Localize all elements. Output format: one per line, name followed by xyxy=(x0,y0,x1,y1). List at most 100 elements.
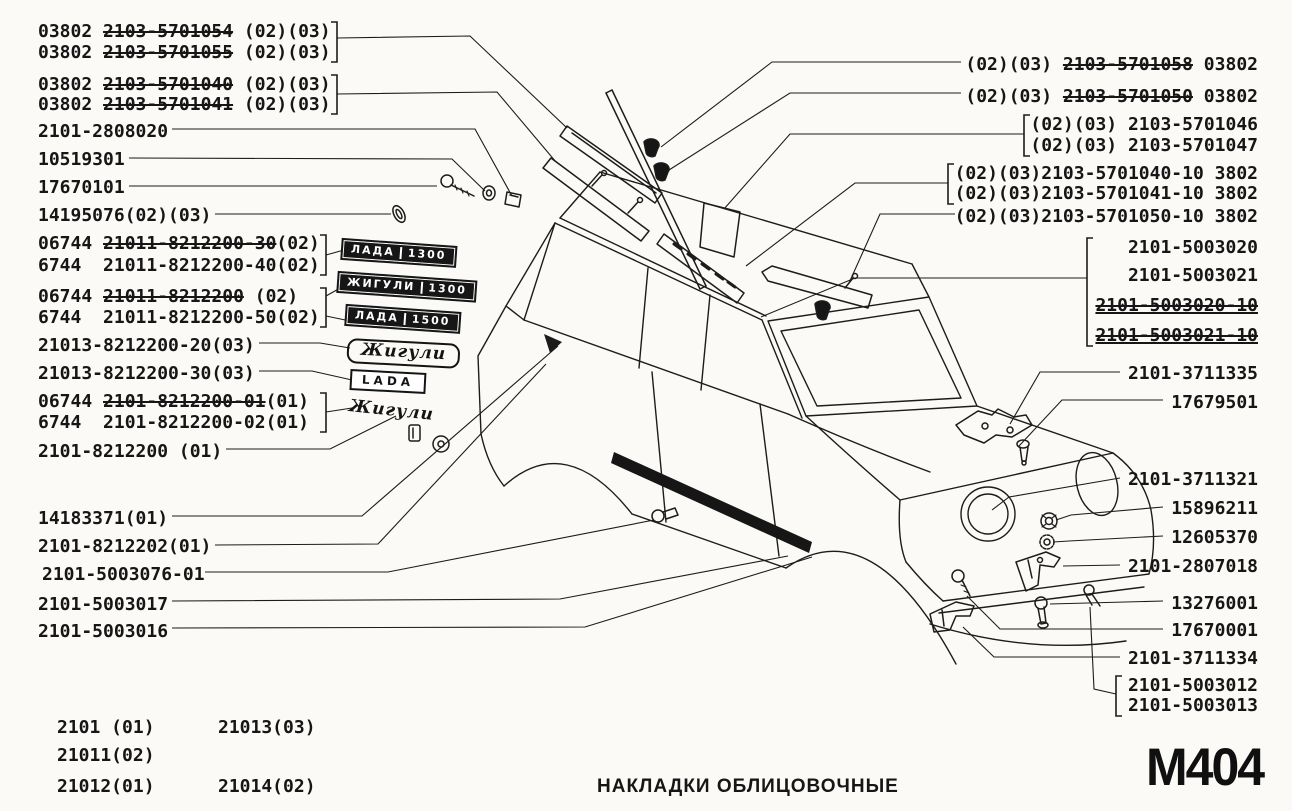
superseded-part-number: 2103-5701054 xyxy=(103,21,234,42)
part-number-label: (02)(03) 2103-5701047 xyxy=(1030,136,1258,156)
part-number-label: 06744 21011-8212200-30(02) xyxy=(38,234,320,254)
badge-number: 1300 xyxy=(399,247,447,263)
part-number-text: 2101-5003017 xyxy=(38,594,169,615)
part-number-text: 03802 xyxy=(38,42,104,63)
part-number-label: (02)(03) 2103-5701058 03802 xyxy=(965,55,1258,75)
part-number-text: 17670001 xyxy=(1171,620,1258,641)
badge-text: ЛАДА xyxy=(350,242,396,259)
part-number-text: 12605370 xyxy=(1171,527,1258,548)
part-number-text: (02)(03) xyxy=(965,86,1063,107)
badge-text: LADA xyxy=(361,372,415,390)
part-number-label: 2101-5003020-10 xyxy=(1095,296,1258,316)
part-number-label: 2101-5003016 xyxy=(38,622,168,642)
part-number-text: (02) xyxy=(243,286,299,307)
part-number-label: (02)(03)2103-5701041-10 3802 xyxy=(955,184,1258,204)
part-number-text: 10519301 xyxy=(38,149,125,170)
part-number-text: (02)(03) xyxy=(233,74,331,95)
car-drawing xyxy=(477,171,1155,665)
drip-rail-moulding xyxy=(611,89,707,287)
part-number-text: 03802 xyxy=(38,21,104,42)
leader-arrowhead xyxy=(544,334,562,353)
superseded-part-number: 21011-8212200 xyxy=(103,286,244,307)
part-number-text: (02)(03)2103-5701040-10 3802 xyxy=(954,163,1258,184)
part-number-text: 17670101 xyxy=(38,177,125,198)
part-number-label: 2101-5003021-10 xyxy=(1095,326,1258,346)
part-number-label: 14183371(01) xyxy=(38,509,168,529)
part-number-label: 17670001 xyxy=(1171,621,1258,641)
clip-14183371 xyxy=(408,424,421,442)
part-number-text: 03802 xyxy=(38,74,104,95)
model-code: 2101 (01) xyxy=(57,717,155,738)
part-number-text: 03802 xyxy=(1192,86,1258,107)
part-number-text: 06744 xyxy=(38,233,104,254)
superseded-part-number: 2103-5701050 xyxy=(1062,86,1193,107)
part-number-text: 2101-2808020 xyxy=(38,121,169,142)
superseded-part-number: 2101-5003021-10 xyxy=(1095,325,1258,346)
part-number-label: 6744 21011-8212200-40(02) xyxy=(38,256,320,276)
part-number-text: 13276001 xyxy=(1171,593,1258,614)
ring-14195076 xyxy=(392,204,406,224)
part-number-text: 06744 xyxy=(38,391,104,412)
screw-17679501 xyxy=(1016,439,1030,466)
part-number-label: 17670101 xyxy=(38,178,125,198)
part-number-label: (02)(03) 2103-5701050 03802 xyxy=(965,87,1258,107)
part-number-text: (02)(03)2103-5701041-10 3802 xyxy=(954,183,1258,204)
part-number-text: 2101-5003016 xyxy=(38,621,169,642)
part-number-text: (02)(03) xyxy=(965,54,1063,75)
part-number-text: 6744 2101-8212200-02(01) xyxy=(38,412,309,433)
part-number-text: 2101-5003012 xyxy=(1127,675,1258,696)
headlight-ring xyxy=(960,486,1016,542)
grommet xyxy=(653,162,670,182)
part-number-text: 6744 21011-8212200-40(02) xyxy=(38,255,320,276)
part-number-label: 2101-3711335 xyxy=(1128,364,1258,384)
model-code: 21013(03) xyxy=(218,717,316,738)
part-number-label: 14195076(02)(03) xyxy=(38,206,211,226)
part-number-label: 2101-5003012 xyxy=(1128,676,1258,696)
part-number-label: 03802 2103-5701054 (02)(03) xyxy=(38,22,331,42)
part-number-label: 2101-5003013 xyxy=(1128,696,1258,716)
part-number-text: 2101-5003013 xyxy=(1127,695,1258,716)
leader-lines xyxy=(128,35,1164,695)
badge-lada: LADA xyxy=(349,369,427,395)
sill-clip-5003076 xyxy=(651,507,679,523)
badge-number: 1500 xyxy=(403,313,451,329)
part-number-label: (02)(03)2103-5701040-10 3802 xyxy=(955,164,1258,184)
label-group-brackets xyxy=(320,21,1122,717)
screw-17670101 xyxy=(440,174,475,197)
part-number-label: 2101-2807018 xyxy=(1128,557,1258,577)
part-number-text: 2101-8212202(01) xyxy=(38,536,212,557)
superseded-part-number: 2103-5701040 xyxy=(103,74,234,95)
superseded-part-number: 2103-5701055 xyxy=(103,42,234,63)
part-number-label: 2101-8212202(01) xyxy=(38,537,211,557)
exploded-trim-pieces xyxy=(542,89,873,321)
part-number-text: 6744 21011-8212200-50(02) xyxy=(38,307,320,328)
part-number-text: 2101-3711321 xyxy=(1127,469,1258,490)
part-number-text: (02)(03) xyxy=(233,21,331,42)
windshield-moulding-strip xyxy=(559,125,663,204)
part-number-label: 10519301 xyxy=(38,150,125,170)
washer-8212202 xyxy=(432,435,450,453)
part-number-label: 06744 2101-8212200-01(01) xyxy=(38,392,309,412)
part-number-label: 13276001 xyxy=(1171,594,1258,614)
superseded-part-number: 2101-5003020-10 xyxy=(1095,295,1258,316)
part-number-label: 15896211 xyxy=(1171,499,1258,519)
part-number-text: 06744 xyxy=(38,286,104,307)
part-number-text: 2101-2807018 xyxy=(1127,556,1258,577)
part-number-label: 06744 21011-8212200 (02) xyxy=(38,287,298,307)
page-code: M404 xyxy=(1146,737,1265,797)
superseded-part-number: 2103-5701041 xyxy=(103,94,234,115)
part-number-label: 2101-5003021 xyxy=(1128,266,1258,286)
part-number-label: (02)(03)2103-5701050-10 3802 xyxy=(955,207,1258,227)
model-code: 21011(02) xyxy=(57,745,155,766)
part-number-label: (02)(03) 2103-5701046 xyxy=(1030,115,1258,135)
part-number-label: 12605370 xyxy=(1171,528,1258,548)
part-number-text: 2101-5003076-01 xyxy=(42,564,205,585)
badge-text: ЛАДА xyxy=(354,308,400,325)
badge-number: 1300 xyxy=(419,281,467,298)
part-number-text: (02)(03) 2103-5701047 xyxy=(1030,135,1258,156)
part-number-label: 6744 2101-8212200-02(01) xyxy=(38,413,309,433)
part-number-label: 2101-3711321 xyxy=(1128,470,1258,490)
part-number-label: 03802 2103-5701040 (02)(03) xyxy=(38,75,331,95)
pillar-moulding-strip xyxy=(542,157,650,242)
